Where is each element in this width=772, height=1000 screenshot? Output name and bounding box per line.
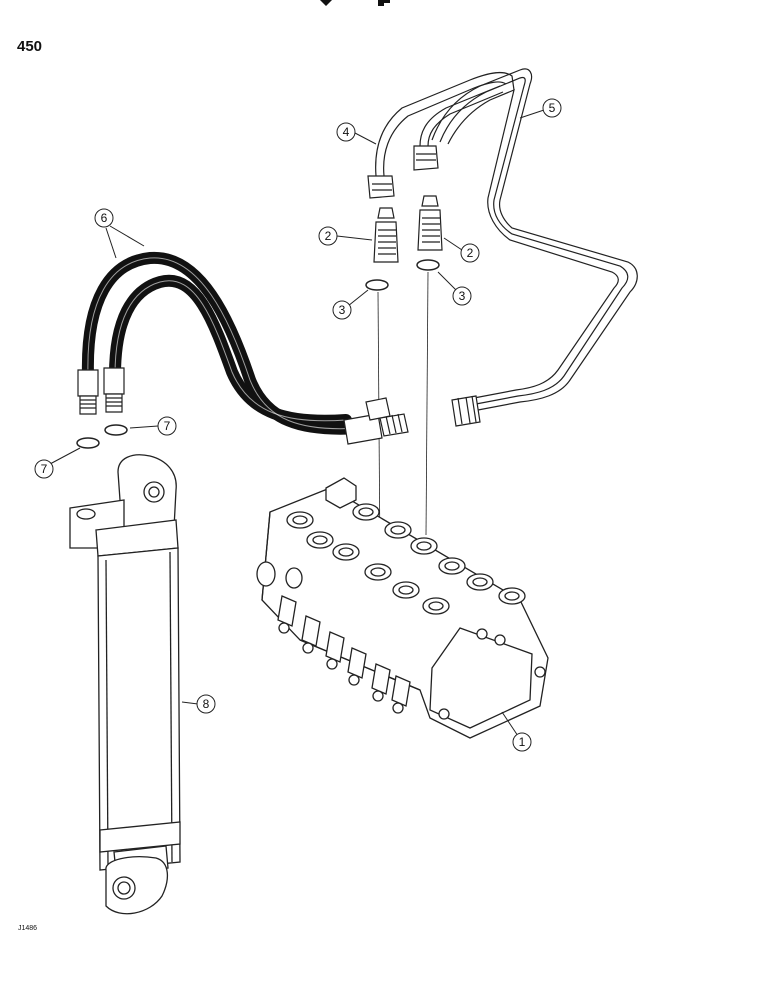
callout-5-label: 5 <box>549 101 556 115</box>
callout-3-right-label: 3 <box>459 289 466 303</box>
callout-labels: 1 2 2 3 3 4 5 6 7 7 8 <box>41 101 556 749</box>
hose-end-fittings <box>77 367 409 445</box>
valve-ports <box>286 503 526 615</box>
callout-1-label: 1 <box>519 735 526 749</box>
o-rings-3 <box>365 259 440 291</box>
o-rings-7 <box>76 424 128 449</box>
control-valve-1 <box>256 477 549 739</box>
steel-tube-4 <box>367 71 515 199</box>
hoses-6 <box>81 251 366 435</box>
callout-6-label: 6 <box>101 211 108 225</box>
callout-8-label: 8 <box>203 697 210 711</box>
figure-code: J1486 <box>18 925 38 932</box>
fittings-2 <box>373 195 443 263</box>
hydraulic-cylinder-8 <box>69 454 181 915</box>
steel-tube-5 <box>431 68 638 427</box>
cropped-title-fragment <box>320 0 390 6</box>
callout-7-right-label: 7 <box>164 419 171 433</box>
callout-2-left-label: 2 <box>325 229 332 243</box>
page-number: 450 <box>17 38 43 55</box>
callout-3-left-label: 3 <box>339 303 346 317</box>
valve-spools <box>277 595 411 714</box>
callout-2-right-label: 2 <box>467 246 474 260</box>
callout-7-left-label: 7 <box>41 462 48 476</box>
callout-4-label: 4 <box>343 125 350 139</box>
callouts <box>34 98 562 752</box>
